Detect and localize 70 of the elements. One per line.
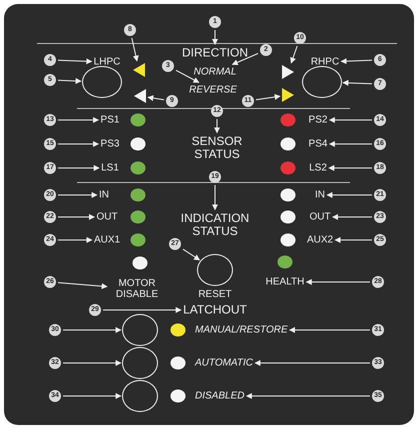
- arrow: [332, 214, 372, 220]
- arrow: [147, 95, 164, 102]
- panel-label: PS4: [308, 138, 328, 150]
- arrow: [334, 237, 372, 243]
- panel-label: PS2: [308, 114, 328, 126]
- panel-label: OUT: [96, 212, 118, 222]
- panel-label: IN: [99, 190, 109, 200]
- panel-label: AUX1: [94, 234, 120, 246]
- arrow: [58, 58, 92, 64]
- arrow: [62, 360, 122, 366]
- arrow: [328, 117, 372, 123]
- arrow: [58, 192, 98, 198]
- arrow: [62, 327, 122, 333]
- panel-label: PS3: [100, 138, 120, 150]
- panel-label: OUT: [309, 212, 331, 222]
- arrow: [102, 307, 182, 313]
- arrow: [58, 141, 100, 147]
- arrow: [306, 279, 370, 285]
- section-heading: DIRECTION: [182, 46, 248, 60]
- arrow: [58, 117, 100, 123]
- arrow: [328, 141, 372, 147]
- section-heading: LATCHOUT: [183, 303, 247, 317]
- arrow: [58, 214, 95, 220]
- arrow: [131, 38, 139, 62]
- panel-label: LHPC: [94, 56, 120, 68]
- mode-label: AUTOMATIC: [195, 358, 253, 368]
- panel-label: HEALTH: [266, 276, 304, 288]
- arrow: [326, 192, 372, 198]
- arrow: [246, 393, 370, 399]
- mode-label: NORMAL: [194, 66, 236, 78]
- arrow: [58, 165, 100, 171]
- push-button: [302, 66, 342, 98]
- arrow: [182, 248, 200, 260]
- panel-label: RHPC: [310, 56, 340, 68]
- arrow: [342, 80, 372, 86]
- mode-label: DISABLED: [195, 390, 244, 402]
- push-button: [122, 314, 158, 346]
- arrow: [212, 30, 218, 45]
- arrow: [254, 360, 370, 366]
- arrow: [232, 53, 258, 66]
- arrow: [289, 327, 370, 333]
- section-heading: SENSOR STATUS: [172, 134, 262, 162]
- arrow: [58, 237, 92, 243]
- panel-label: MOTOR DISABLE: [109, 278, 165, 300]
- arrow: [176, 70, 200, 83]
- arrow: [214, 118, 220, 134]
- push-button: [82, 66, 122, 98]
- triangle-indicator: [282, 88, 294, 102]
- mode-label: MANUAL/RESTORE: [195, 324, 288, 336]
- arrow: [290, 46, 298, 64]
- push-button: [122, 347, 158, 379]
- button-label: RESET: [198, 289, 232, 300]
- arrow: [62, 393, 122, 399]
- triangle-indicator: [134, 89, 146, 103]
- arrow: [212, 184, 218, 210]
- mode-label: REVERSE: [189, 84, 237, 96]
- panel-label: IN: [315, 190, 325, 200]
- arrow: [256, 94, 281, 100]
- arrow: [340, 58, 372, 64]
- section-heading: INDICATION STATUS: [165, 212, 265, 238]
- arrow: [58, 78, 82, 84]
- panel-label: PS1: [100, 114, 120, 126]
- arrow: [328, 165, 372, 171]
- push-button: [122, 380, 158, 412]
- arrow: [58, 282, 108, 290]
- panel-label: LS2: [309, 162, 327, 174]
- triangle-indicator: [133, 63, 145, 77]
- panel-label: LS1: [101, 162, 119, 174]
- triangle-indicator: [282, 65, 294, 79]
- panel-label: AUX2: [306, 234, 334, 246]
